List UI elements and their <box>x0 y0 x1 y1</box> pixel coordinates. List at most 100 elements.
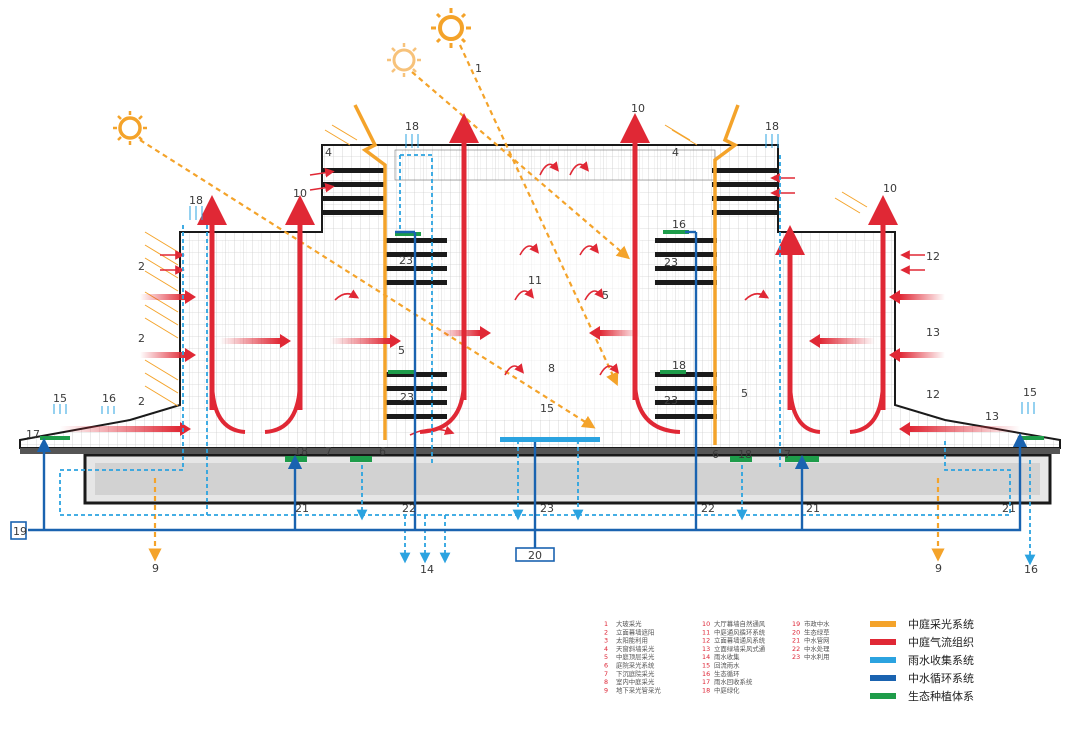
label-10: 10 <box>631 102 645 115</box>
note-text: 雨水回收系统 <box>714 677 753 686</box>
note-number: 10 <box>702 620 710 628</box>
label-18: 18 <box>672 359 686 372</box>
legend-swatch <box>870 693 896 699</box>
callout-numbers: 1 2 2 2 4 4 5 5 5 6 6 7 7 8 9 9 10 10 10… <box>13 62 1038 576</box>
note-text: 中水处理 <box>804 644 830 653</box>
label-18: 18 <box>294 445 308 458</box>
label-21: 21 <box>295 502 309 515</box>
note-text: 室内中庭采光 <box>616 677 655 686</box>
legend-label: 生态种植体系 <box>908 689 974 703</box>
legend-swatch <box>870 621 896 627</box>
rain-collection-system <box>59 154 1036 566</box>
note-text: 中庭通风循环系统 <box>714 627 766 636</box>
label-7: 7 <box>784 448 791 461</box>
note-number: 3 <box>604 637 608 645</box>
note-text: 市政中水 <box>804 619 830 628</box>
note-number: 22 <box>792 645 800 653</box>
note-number: 12 <box>702 637 710 645</box>
label-10: 10 <box>293 187 307 200</box>
note-text: 天窗斜墙采光 <box>616 644 655 653</box>
label-4: 4 <box>672 146 679 159</box>
sun-icon <box>431 8 471 48</box>
legend-label: 中庭气流组织 <box>908 635 974 649</box>
floor-stack-right-top <box>712 168 778 215</box>
floor-stack-right-mid <box>655 238 717 285</box>
sun-icon <box>113 111 147 145</box>
label-18: 18 <box>765 120 779 133</box>
sun-icon <box>387 43 421 77</box>
label-15: 15 <box>1023 386 1037 399</box>
note-text: 雨水收集 <box>714 652 740 661</box>
note-number: 13 <box>702 645 710 653</box>
note-text: 回流雨水 <box>714 661 740 670</box>
label-9: 9 <box>152 562 159 575</box>
label-6: 6 <box>712 448 719 461</box>
label-22: 22 <box>402 502 416 515</box>
label-17: 17 <box>26 428 40 441</box>
note-text: 立面绿墙采风式通 <box>714 644 766 653</box>
label-4: 4 <box>325 146 332 159</box>
note-text: 中庭顶层采光 <box>616 652 655 661</box>
note-number: 4 <box>604 645 608 653</box>
note-text: 庭院采光系统 <box>616 661 655 670</box>
label-23: 23 <box>400 391 414 404</box>
note-text: 太阳能利用 <box>616 636 648 645</box>
label-14: 14 <box>420 563 434 576</box>
label-13: 13 <box>926 326 940 339</box>
note-number: 15 <box>702 662 710 670</box>
label-12: 12 <box>926 250 940 263</box>
legend-label: 中庭采光系统 <box>908 617 974 631</box>
note-number: 23 <box>792 653 800 661</box>
label-2: 2 <box>138 332 145 345</box>
label-20: 20 <box>528 549 542 562</box>
label-23: 23 <box>664 394 678 407</box>
note-text: 大玻采光 <box>616 619 642 628</box>
label-5: 5 <box>741 387 748 400</box>
note-number: 17 <box>702 678 710 686</box>
label-19: 19 <box>13 525 27 538</box>
note-text: 下沉庭院采光 <box>616 669 655 678</box>
note-number: 9 <box>604 686 608 694</box>
box-20 <box>515 547 555 562</box>
floor-stack-left-top <box>322 168 384 215</box>
note-text: 地下采光管采光 <box>616 685 661 694</box>
label-2: 2 <box>138 260 145 273</box>
note-number: 14 <box>702 653 710 661</box>
note-number: 19 <box>792 620 800 628</box>
note-text: 中水管网 <box>804 636 830 645</box>
note-number: 18 <box>702 686 710 694</box>
note-number: 2 <box>604 628 608 636</box>
legend-swatch <box>870 657 896 663</box>
label-22: 22 <box>701 502 715 515</box>
label-2: 2 <box>138 395 145 408</box>
label-13: 13 <box>985 410 999 423</box>
central-atrium <box>470 180 640 420</box>
note-text: 中庭绿化 <box>714 685 740 694</box>
note-number: 6 <box>604 662 608 670</box>
building-section <box>19 144 1061 505</box>
label-21: 21 <box>1002 502 1016 515</box>
label-23: 23 <box>399 254 413 267</box>
legend-label: 雨水收集系统 <box>908 653 974 667</box>
label-18: 18 <box>189 194 203 207</box>
label-1: 1 <box>475 62 482 75</box>
note-text: 立面幕墙通风系统 <box>714 636 766 645</box>
daylight-system <box>113 8 945 562</box>
label-15: 15 <box>540 402 554 415</box>
label-8: 8 <box>548 362 555 375</box>
legend-swatch <box>870 639 896 645</box>
label-6: 6 <box>379 445 386 458</box>
note-number: 7 <box>604 670 608 678</box>
note-number: 11 <box>702 628 710 636</box>
label-23: 23 <box>540 502 554 515</box>
reclaimed-water-system <box>28 230 1028 548</box>
label-23: 23 <box>664 256 678 269</box>
label-15: 15 <box>53 392 67 405</box>
rain-collection-basin <box>500 437 600 442</box>
note-number: 1 <box>604 620 608 628</box>
